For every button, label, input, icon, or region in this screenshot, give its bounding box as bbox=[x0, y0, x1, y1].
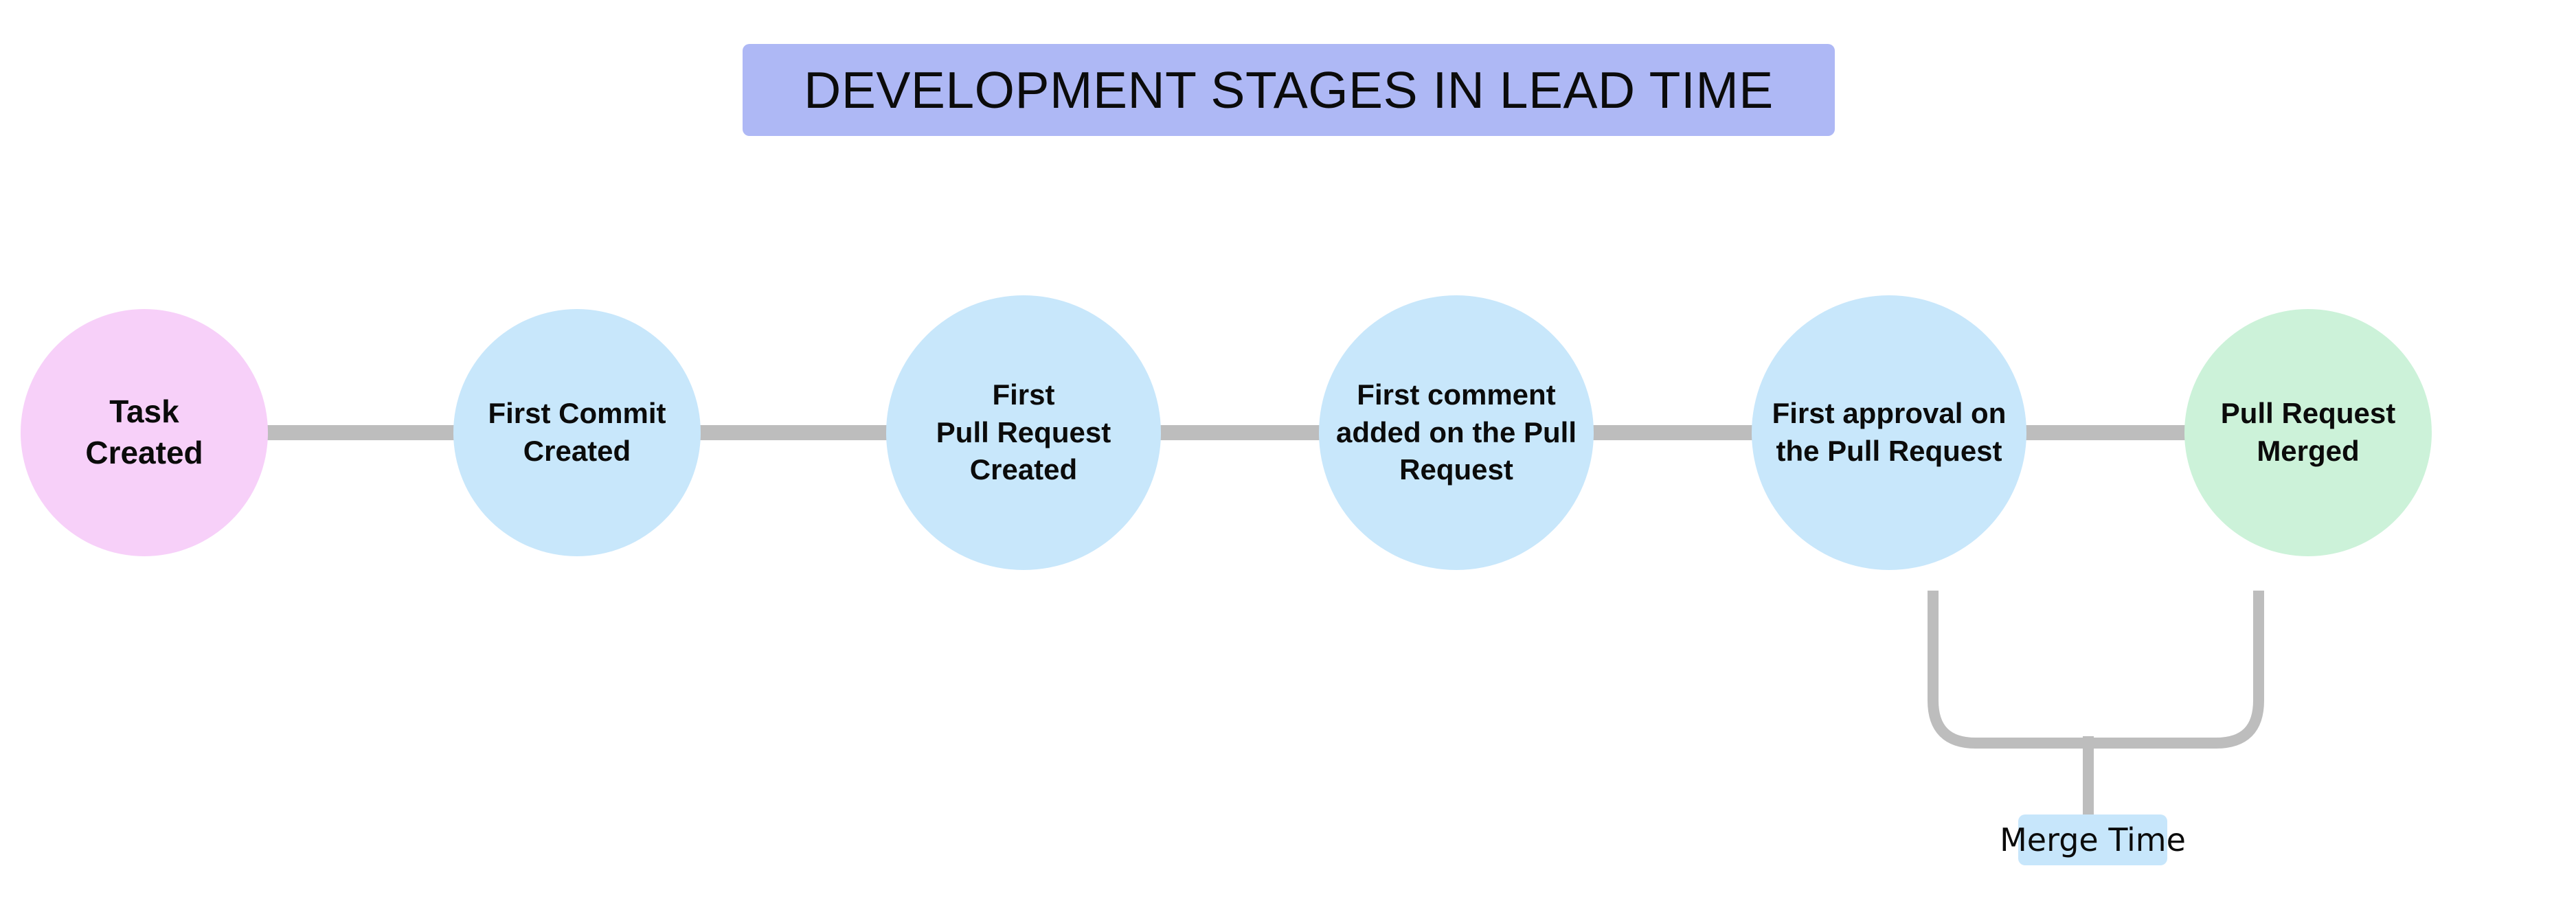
connector-first-comment-on-pull-request-to-first-approval-on-pull-request bbox=[1539, 425, 1772, 440]
stage-node-task-created[interactable]: Task Created bbox=[21, 309, 268, 556]
merge-time-bracket bbox=[1928, 591, 2264, 749]
connector-first-commit-created-to-first-pull-request-created bbox=[673, 425, 907, 440]
stage-label-pull-request-merged: Pull Request Merged bbox=[2220, 397, 2396, 467]
connector-task-created-to-first-commit-created bbox=[240, 425, 474, 440]
connector-first-approval-on-pull-request-to-pull-request-merged bbox=[1971, 425, 2205, 440]
stage-node-first-comment-on-pull-request[interactable]: First comment added on the Pull Request bbox=[1319, 295, 1594, 570]
connector-first-pull-request-created-to-first-comment-on-pull-request bbox=[1106, 425, 1340, 440]
stage-label-first-approval-on-pull-request: First approval on the Pull Request bbox=[1772, 397, 2007, 467]
page-title: DEVELOPMENT STAGES IN LEAD TIME bbox=[804, 60, 1774, 119]
stage-node-pull-request-merged[interactable]: Pull Request Merged bbox=[2184, 309, 2432, 556]
merge-time-label: Merge Time bbox=[2000, 821, 2186, 858]
stage-node-first-approval-on-pull-request[interactable]: First approval on the Pull Request bbox=[1752, 295, 2026, 570]
merge-time-callout-chip[interactable]: Merge Time bbox=[2000, 814, 2186, 865]
stage-label-task-created: Task Created bbox=[85, 394, 203, 470]
stage-node-first-pull-request-created[interactable]: First Pull Request Created bbox=[886, 295, 1161, 570]
diagram-title-banner: DEVELOPMENT STAGES IN LEAD TIME bbox=[743, 44, 1835, 136]
stage-label-first-commit-created: First Commit Created bbox=[488, 397, 666, 467]
stage-node-first-commit-created[interactable]: First Commit Created bbox=[453, 309, 701, 556]
stage-label-first-comment-on-pull-request: First comment added on the Pull Request bbox=[1335, 378, 1577, 486]
stage-label-first-pull-request-created: First Pull Request Created bbox=[936, 378, 1111, 486]
